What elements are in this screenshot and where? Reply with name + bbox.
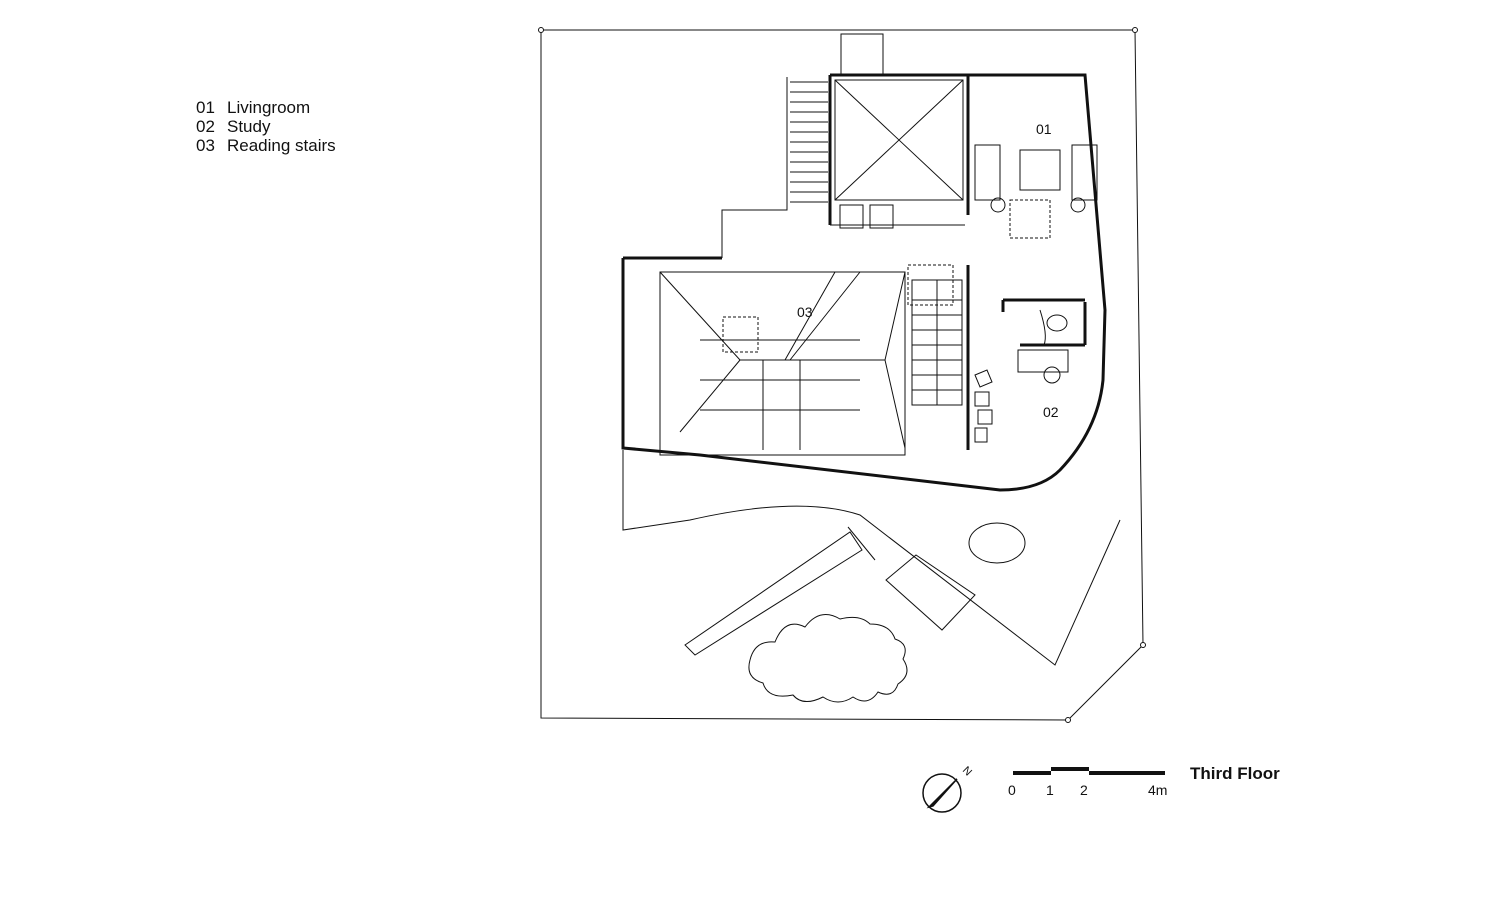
- legend-label: Reading stairs: [227, 136, 336, 155]
- legend-item: 01 Livingroom: [196, 98, 336, 117]
- scale-tick: 2: [1080, 782, 1088, 798]
- scale-tick: 0: [1008, 782, 1016, 798]
- scale-tick: 4m: [1148, 782, 1167, 798]
- legend-label: Study: [227, 117, 271, 136]
- site-boundary: [540, 29, 1144, 721]
- lower-outlines: [622, 33, 1121, 703]
- drawing-title: Third Floor: [1190, 764, 1280, 783]
- tree-icon: [748, 614, 908, 703]
- legend-label: Livingroom: [227, 98, 311, 117]
- legend-num: 03: [196, 136, 215, 155]
- exterior-walls: [621, 73, 1107, 492]
- room-label-01: 01: [1036, 121, 1052, 137]
- room-label-03: 03: [797, 304, 813, 320]
- north-label: N: [960, 764, 974, 778]
- scale-bar: 0 1 2 4m: [1008, 767, 1167, 798]
- room-label-02: 02: [1043, 404, 1059, 420]
- interior-lines: [659, 79, 1098, 456]
- room-legend: 01 Livingroom 02 Study 03 Reading stairs: [196, 98, 336, 155]
- north-arrow-icon: N: [922, 764, 974, 813]
- legend-item: 03 Reading stairs: [196, 136, 336, 155]
- legend-item: 02 Study: [196, 117, 336, 136]
- scale-tick: 1: [1046, 782, 1054, 798]
- legend-num: 02: [196, 117, 215, 136]
- legend-num: 01: [196, 98, 215, 117]
